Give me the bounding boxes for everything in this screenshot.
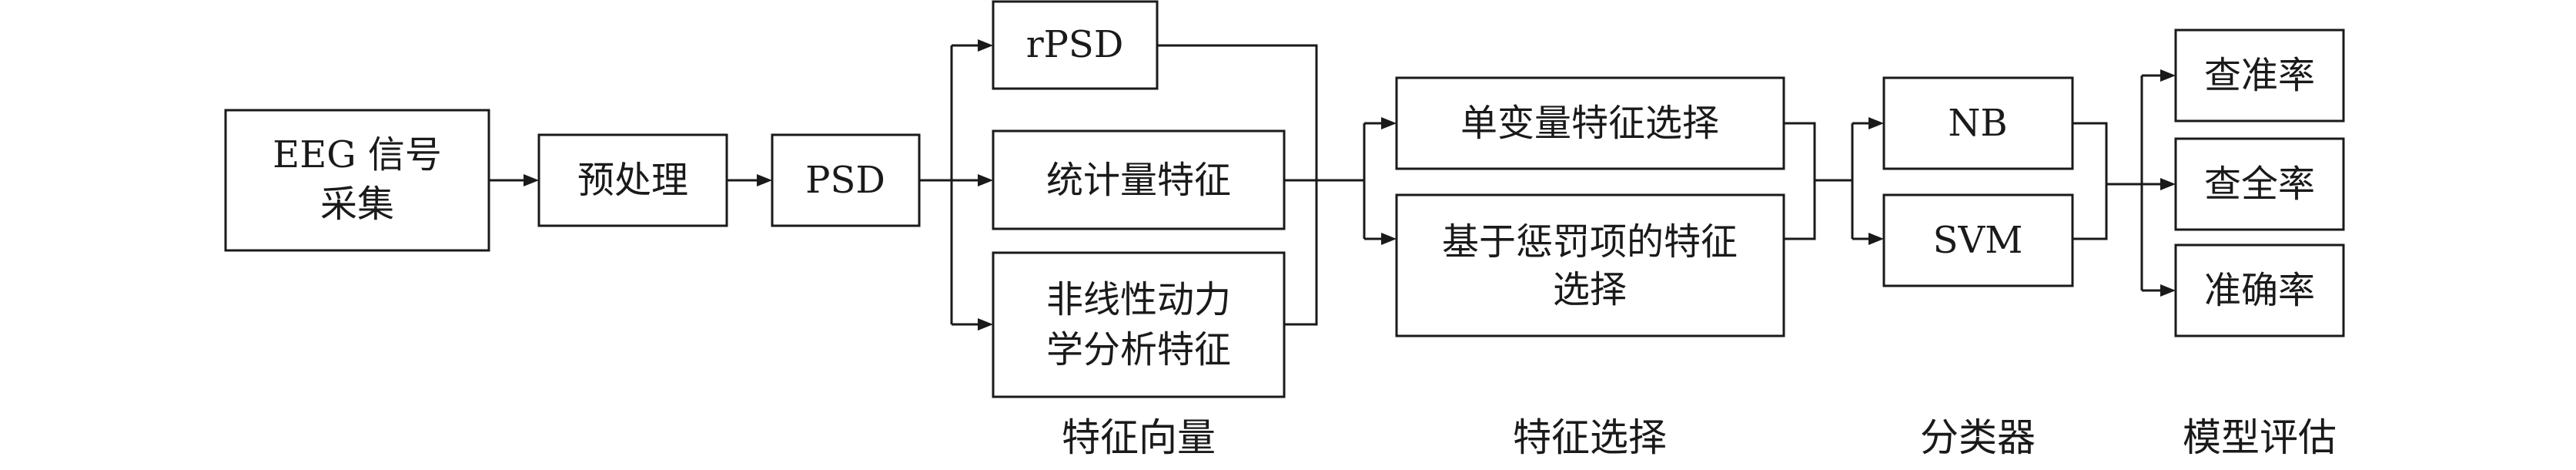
node-univariate-selection: 单变量特征选择 xyxy=(1395,76,1785,170)
node-rpsd-label: rPSD xyxy=(1026,23,1124,66)
caption-feature-vector: 特征向量 xyxy=(1062,415,1216,460)
arrow-to-penalty xyxy=(1381,233,1397,245)
edge-classifier-to-evaluation xyxy=(2073,69,2176,297)
edge-psd-to-features xyxy=(919,39,993,331)
edge-selection-to-classifier xyxy=(1784,117,1884,245)
node-accuracy-label: 准确率 xyxy=(2204,269,2315,312)
node-stat-feature-label: 统计量特征 xyxy=(1046,159,1231,202)
node-recall: 查全率 xyxy=(2174,137,2345,231)
node-preprocess-label: 预处理 xyxy=(577,159,688,202)
node-penalty-label-line2: 选择 xyxy=(1553,268,1627,311)
node-accuracy: 准确率 xyxy=(2174,243,2345,337)
arrow-to-recall xyxy=(2160,178,2176,190)
arrow-to-stat-feature xyxy=(978,174,993,186)
node-svm-label: SVM xyxy=(1933,219,2023,262)
node-svm: SVM xyxy=(1882,193,2074,287)
arrow-to-univariate xyxy=(1381,117,1397,129)
node-eeg-acquisition: EEG 信号 采集 xyxy=(224,109,490,252)
edge-preprocess-to-psd xyxy=(727,174,772,186)
node-psd-label: PSD xyxy=(805,159,885,202)
arrow-to-rpsd xyxy=(978,39,993,52)
node-precision: 查准率 xyxy=(2174,29,2345,123)
node-psd: PSD xyxy=(771,133,921,227)
node-nb: NB xyxy=(1882,76,2074,170)
arrow-to-nb xyxy=(1868,117,1884,129)
node-preprocess: 预处理 xyxy=(537,133,728,227)
edge-features-to-selection xyxy=(1157,44,1397,326)
node-recall-label: 查全率 xyxy=(2204,163,2315,206)
node-penalty-label-line1: 基于惩罚项的特征 xyxy=(1442,220,1738,264)
node-nonlinear-label-line2: 学分析特征 xyxy=(1046,328,1231,371)
arrow-to-svm xyxy=(1868,233,1884,245)
caption-model-evaluation: 模型评估 xyxy=(2183,415,2337,460)
node-nonlinear-feature: 非线性动力 学分析特征 xyxy=(992,251,1286,398)
node-eeg-label-line1: EEG 信号 xyxy=(273,133,442,176)
node-eeg-label-line2: 采集 xyxy=(320,183,394,226)
node-penalty-selection: 基于惩罚项的特征 选择 xyxy=(1395,193,1785,337)
arrow-to-precision xyxy=(2160,69,2176,82)
edge-eeg-to-preprocess xyxy=(489,174,539,186)
node-univariate-label: 单变量特征选择 xyxy=(1460,102,1719,145)
caption-classifier: 分类器 xyxy=(1920,415,2036,460)
arrow-to-accuracy xyxy=(2160,284,2176,297)
node-nb-label: NB xyxy=(1948,102,2007,145)
node-stat-feature: 统计量特征 xyxy=(992,129,1286,230)
node-nonlinear-label-line1: 非线性动力 xyxy=(1046,278,1231,321)
arrow-to-nonlinear xyxy=(978,318,993,331)
node-precision-label: 查准率 xyxy=(2204,54,2315,97)
caption-feature-selection: 特征选择 xyxy=(1513,415,1667,460)
node-rpsd: rPSD xyxy=(992,0,1159,90)
